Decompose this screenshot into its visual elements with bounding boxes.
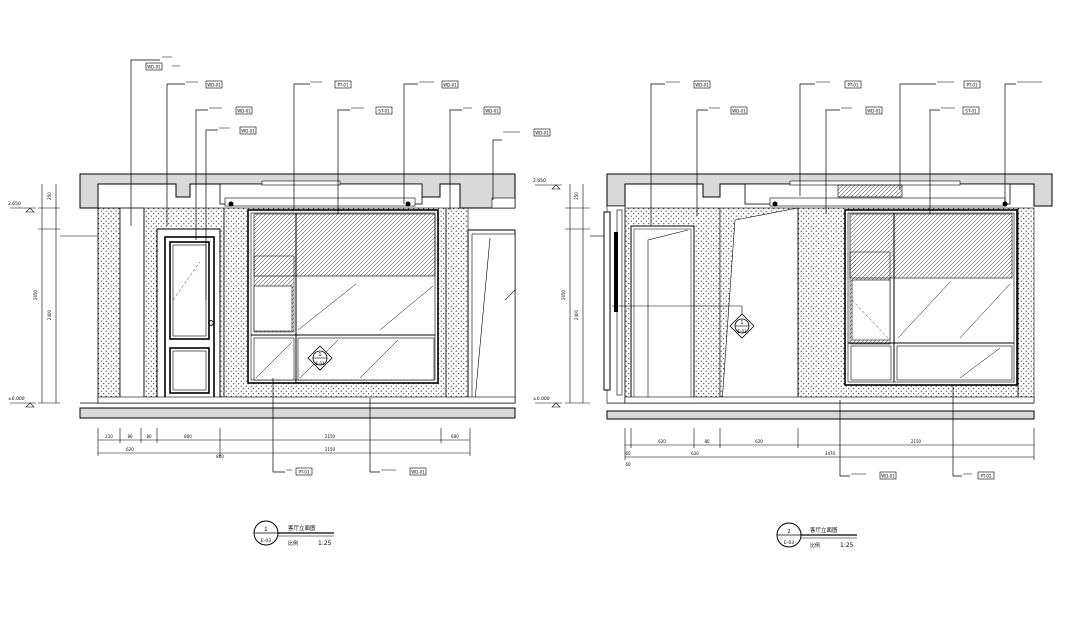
width-dimensions — [624, 428, 1035, 460]
marker-sheet: E-01 — [315, 361, 325, 366]
svg-text:ST-01: ST-01 — [965, 109, 977, 114]
svg-text:2650: 2650 — [33, 289, 38, 300]
svg-text:2150: 2150 — [325, 447, 336, 452]
svg-text:WD-01: WD-01 — [237, 109, 251, 114]
section-marker: 1 E-01 — [612, 305, 755, 339]
svg-text:WD-01: WD-01 — [411, 470, 425, 475]
title-scale: 1:25 — [840, 542, 854, 549]
air-vent — [837, 184, 903, 198]
section-marker: 1 E-01 — [307, 345, 333, 371]
door — [156, 228, 221, 404]
svg-text:80: 80 — [146, 434, 152, 439]
svg-text:PT-01: PT-01 — [966, 83, 977, 88]
svg-text:2400: 2400 — [47, 309, 52, 320]
svg-text:WD-01: WD-01 — [485, 109, 499, 114]
window — [844, 209, 1018, 386]
side-window — [603, 205, 626, 404]
marker-num: 1 — [318, 352, 321, 358]
window — [247, 209, 439, 384]
svg-text:250: 250 — [574, 192, 579, 200]
svg-text:620: 620 — [126, 447, 134, 452]
marker-sheet: E-01 — [737, 329, 747, 334]
svg-text:WD-01: WD-01 — [535, 131, 549, 136]
svg-text:800: 800 — [216, 454, 224, 459]
level-top: 2.650 — [533, 178, 546, 184]
svg-text:WD-01: WD-01 — [881, 474, 895, 479]
svg-text:2150: 2150 — [911, 439, 922, 444]
svg-text:WD-01: WD-01 — [867, 109, 881, 114]
svg-text:WD-01: WD-01 — [147, 65, 161, 70]
drawing-title: 2 E-03 客厅立面图 比例 1:25 — [776, 522, 857, 549]
svg-text:PT-02: PT-02 — [980, 474, 991, 479]
elevation-1: 1 E-01 WD-01 WD-01 WD-01 WD-01 — [8, 56, 551, 547]
level-bottom: ±0.000 — [8, 396, 25, 402]
svg-text:80: 80 — [127, 434, 133, 439]
svg-text:比例: 比例 — [810, 542, 820, 549]
elevation-2: 1 E-01 WD-01 WD-01 PT-01 WD-01 ST-01 — [533, 80, 1053, 549]
svg-text:PT-01: PT-01 — [847, 83, 858, 88]
level-bottom: ±0.000 — [533, 396, 550, 402]
svg-text:620: 620 — [658, 439, 666, 444]
svg-text:PT-01: PT-01 — [337, 83, 348, 88]
svg-text:WD-01: WD-01 — [695, 83, 709, 88]
title-name: 客厅立面图 — [288, 524, 316, 532]
svg-text:WD-01: WD-01 — [207, 83, 221, 88]
svg-text:WD-01: WD-01 — [241, 129, 255, 134]
svg-text:60: 60 — [625, 451, 631, 456]
height-dimensions — [535, 184, 604, 408]
svg-text:600: 600 — [451, 434, 459, 439]
svg-text:E-03: E-03 — [784, 540, 794, 546]
svg-text:620: 620 — [755, 439, 763, 444]
svg-text:80: 80 — [704, 439, 710, 444]
floor-slab — [79, 407, 516, 419]
wall-panel-left — [97, 207, 121, 404]
svg-text:2: 2 — [787, 529, 790, 535]
wall-panel-right — [445, 207, 469, 404]
svg-text:2400: 2400 — [574, 309, 579, 320]
svg-text:比例: 比例 — [288, 540, 298, 547]
svg-text:ST-01: ST-01 — [378, 109, 390, 114]
title-name: 客厅立面图 — [810, 526, 838, 534]
drawing-title: 1 E-03 客厅立面图 比例 1:25 — [253, 520, 334, 547]
marker-num: 1 — [740, 320, 743, 326]
leader-tags: WD-01 WD-01 PT-01 WD-01 ST-01 PT-01 WD-0… — [666, 80, 1042, 480]
door — [630, 225, 695, 404]
svg-text:WD-01: WD-01 — [732, 109, 746, 114]
title-scale: 1:25 — [318, 540, 332, 547]
floor-slab — [606, 410, 1035, 420]
level-top: 2.650 — [8, 201, 21, 207]
leader-tags: WD-01 WD-01 WD-01 WD-01 PT-01 ST-01 WD-0… — [145, 56, 551, 476]
svg-text:PT-01: PT-01 — [298, 470, 309, 475]
svg-text:210: 210 — [105, 434, 113, 439]
svg-text:3470: 3470 — [825, 451, 836, 456]
svg-text:620: 620 — [691, 451, 699, 456]
svg-text:2150: 2150 — [325, 434, 336, 439]
width-dimensions — [97, 428, 471, 456]
svg-text:800: 800 — [184, 434, 192, 439]
svg-text:2650: 2650 — [561, 289, 566, 300]
pilaster — [119, 207, 145, 404]
svg-text:1: 1 — [264, 527, 267, 533]
svg-text:60: 60 — [625, 462, 631, 467]
svg-text:E-03: E-03 — [261, 538, 271, 544]
svg-text:250: 250 — [47, 192, 52, 200]
svg-text:WD-01: WD-01 — [443, 83, 457, 88]
door-handle — [208, 320, 214, 326]
height-dimensions — [10, 184, 98, 408]
